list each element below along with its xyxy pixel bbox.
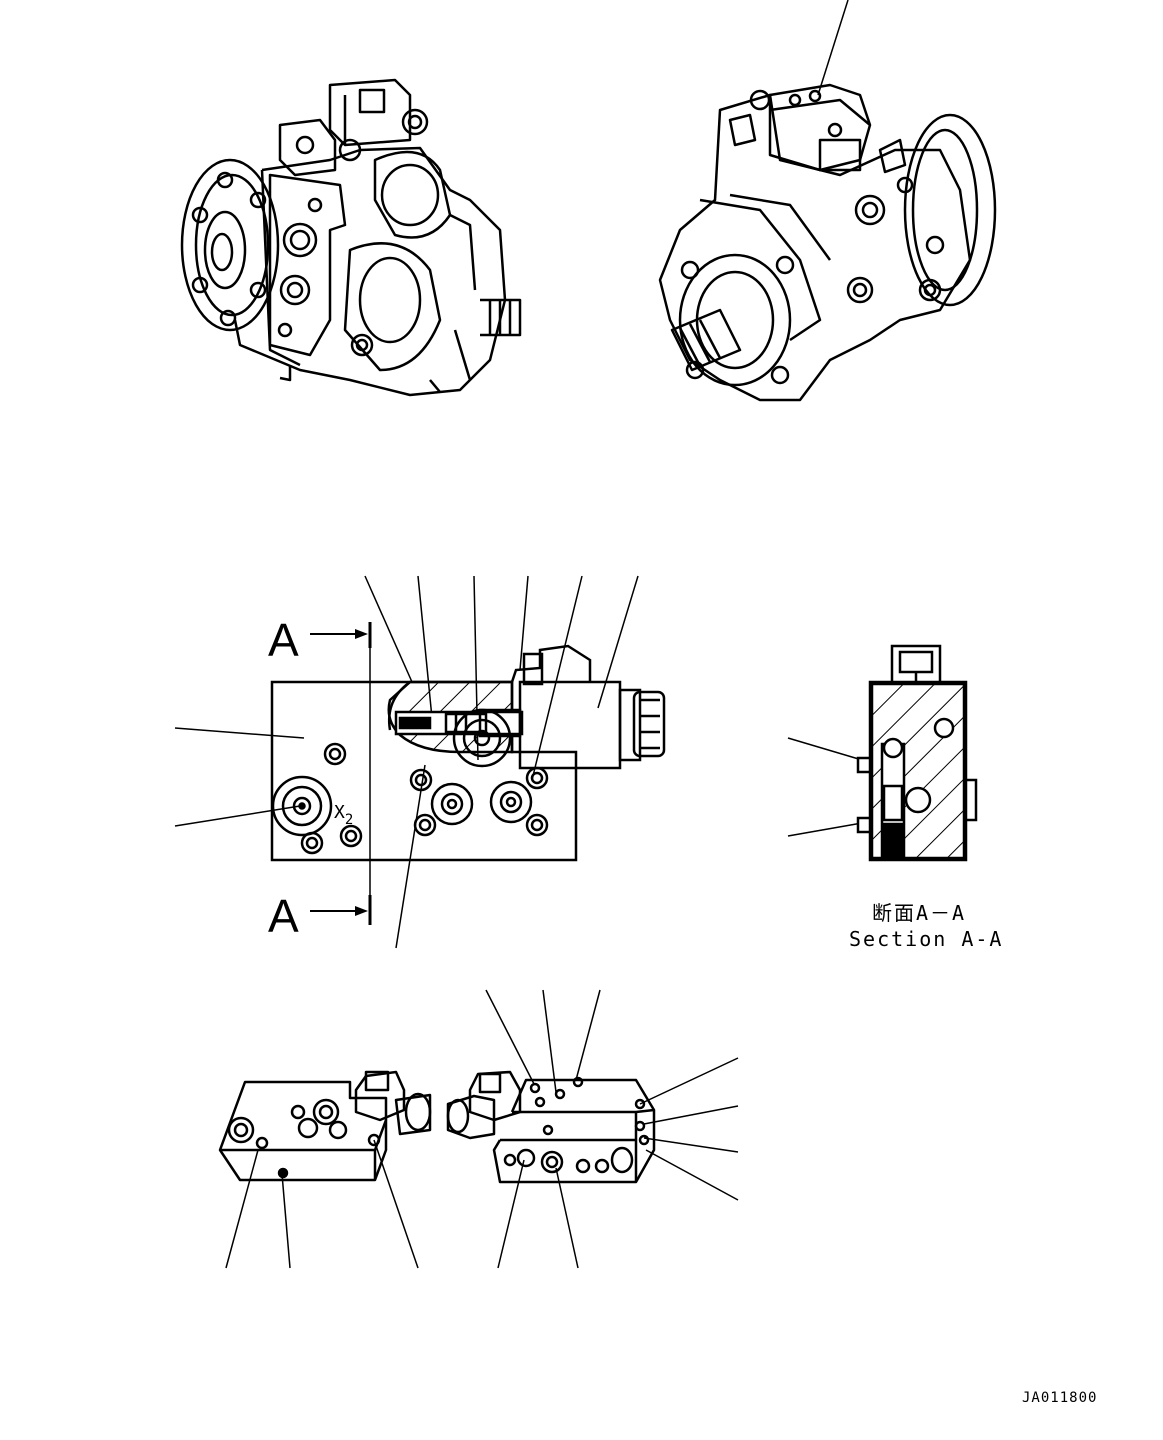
port-label-x2: X2 — [334, 802, 353, 828]
valve-block-front-view: A A — [174, 575, 666, 949]
section-caption-jp: 断面A－A — [872, 901, 966, 925]
section-marker-top: A — [268, 614, 299, 666]
valve-block-isometric-right — [446, 989, 739, 1269]
valve-block-isometric-left — [218, 1070, 432, 1269]
drawing-code: JA011800 — [1022, 1390, 1097, 1406]
section-marker-bottom: A — [268, 890, 299, 942]
section-a-a-view: 断面A－A Section A-A — [787, 644, 1003, 951]
section-caption-en: Section A-A — [849, 927, 1003, 951]
pump-assembly-left — [180, 78, 522, 397]
pump-assembly-right — [658, 0, 997, 402]
